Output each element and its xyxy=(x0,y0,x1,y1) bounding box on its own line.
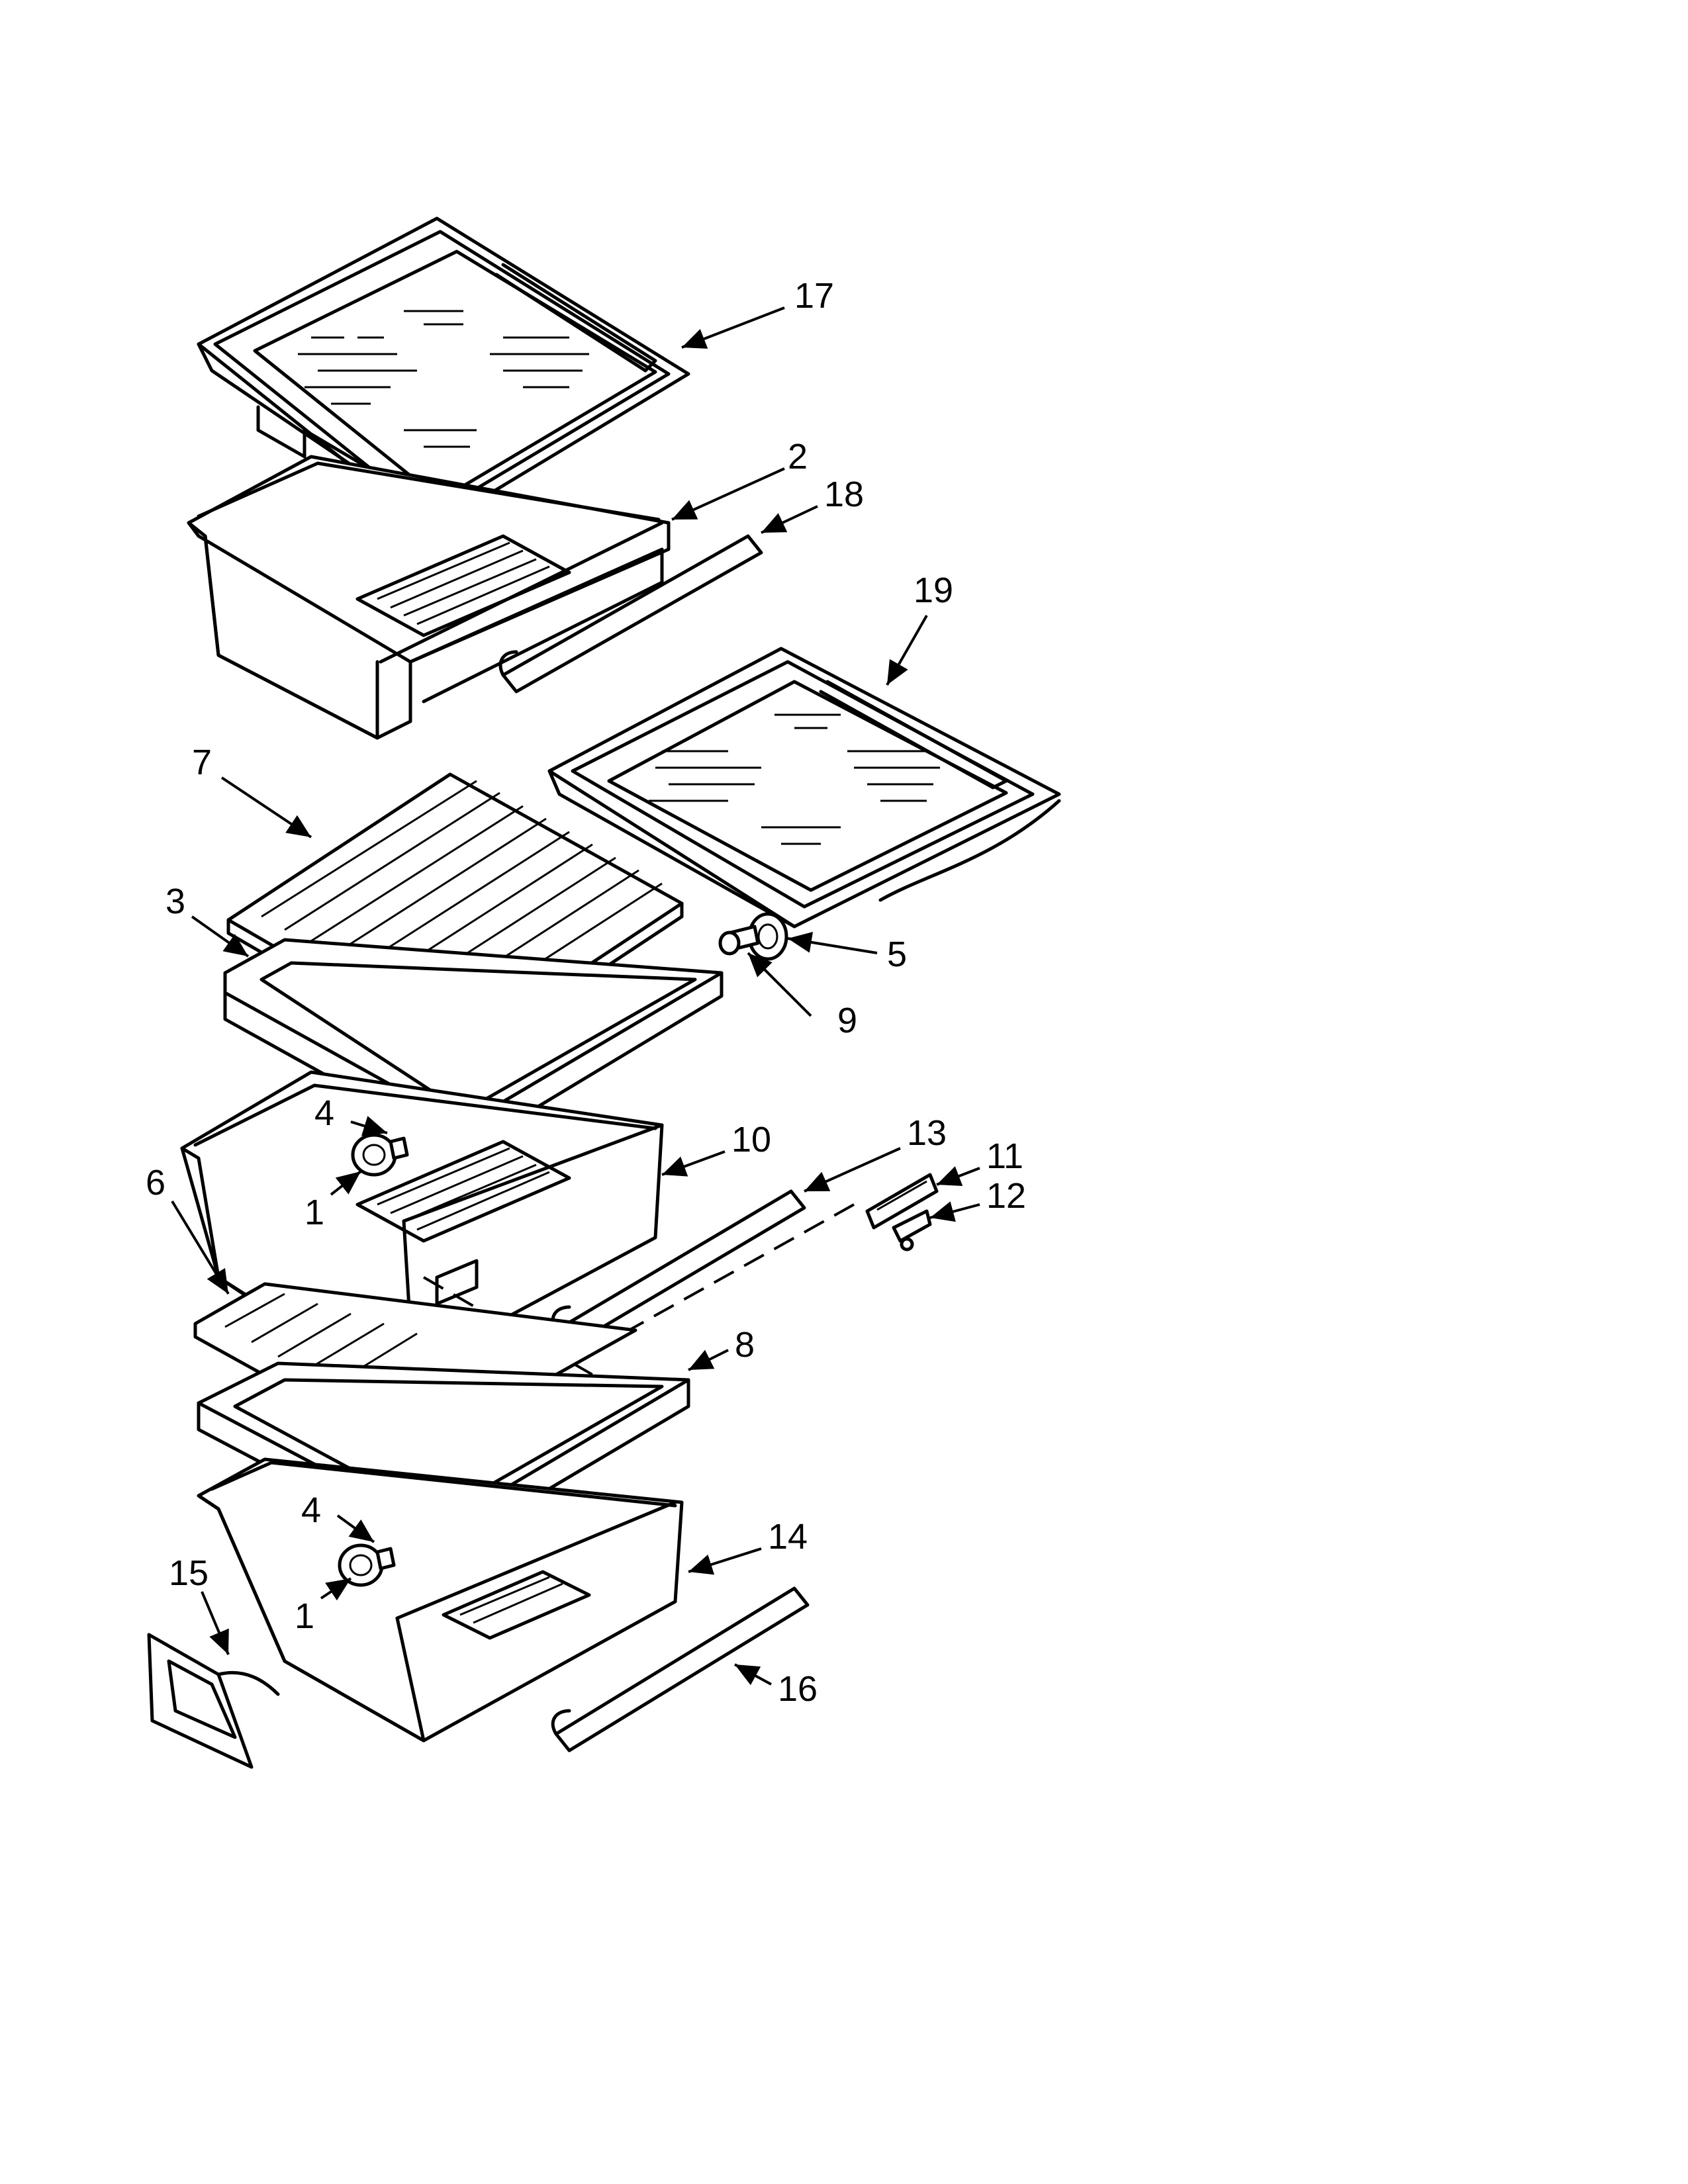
callout-5: 5 xyxy=(887,934,907,974)
callout-9: 9 xyxy=(837,1001,857,1040)
part-12-label-clip xyxy=(892,1209,932,1251)
part-14-lower-crisper-drawer xyxy=(197,1457,684,1743)
callout-13: 13 xyxy=(907,1113,947,1153)
callout-18: 18 xyxy=(824,475,864,514)
callout-8: 8 xyxy=(735,1325,755,1365)
leader-lines xyxy=(171,306,980,1686)
part-15-label-insert xyxy=(147,1633,280,1769)
callout-15: 15 xyxy=(169,1553,209,1593)
part-2-upper-crisper-drawer xyxy=(187,455,671,740)
callout-12: 12 xyxy=(986,1176,1026,1216)
part-19-glass-shelf xyxy=(547,647,1061,929)
callout-1-upper: 1 xyxy=(305,1193,324,1232)
part-17-glass-shelf xyxy=(197,216,690,531)
callout-2: 2 xyxy=(788,437,808,477)
callout-6: 6 xyxy=(146,1163,165,1203)
callout-17: 17 xyxy=(794,276,834,316)
callout-4-upper: 4 xyxy=(314,1093,334,1133)
callout-3: 3 xyxy=(165,882,185,921)
callout-11: 11 xyxy=(986,1136,1023,1176)
part-18-drawer-trim xyxy=(498,534,763,694)
callout-14: 14 xyxy=(768,1517,808,1557)
callout-10: 10 xyxy=(731,1120,771,1160)
callout-16: 16 xyxy=(778,1669,818,1709)
part-4-roller-upper xyxy=(351,1133,409,1177)
part-16-drawer-trim xyxy=(551,1586,810,1752)
part-4-roller-lower xyxy=(338,1543,396,1587)
callout-1-lower: 1 xyxy=(295,1596,314,1636)
callout-19: 19 xyxy=(914,570,953,610)
callout-7: 7 xyxy=(192,743,212,782)
callout-labels: 17 2 18 19 7 3 5 9 4 1 10 13 11 12 6 8 4… xyxy=(146,276,1026,1709)
part-9-screw xyxy=(718,925,760,956)
part-11-label-window xyxy=(865,1173,939,1230)
callout-4-lower: 4 xyxy=(301,1490,321,1530)
